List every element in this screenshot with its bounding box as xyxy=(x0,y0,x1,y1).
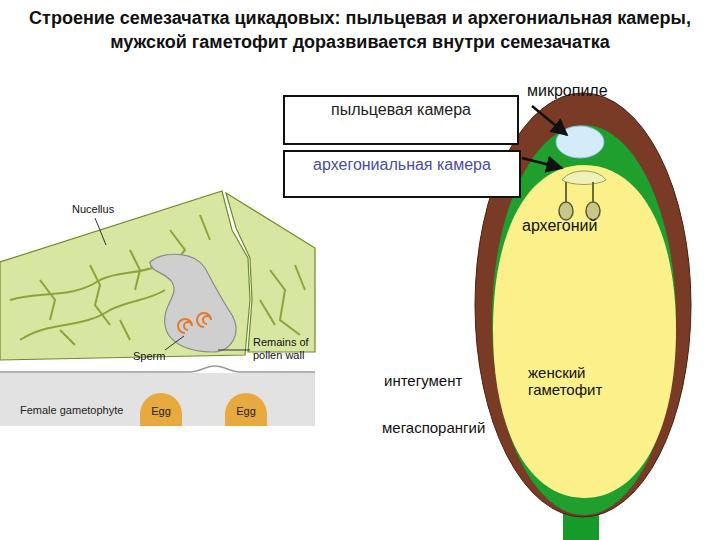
nucellus-texture xyxy=(10,215,305,345)
title: Строение семезачатка цикадовых: пыльцева… xyxy=(20,6,700,55)
node-text: Female gametophyte xyxy=(20,404,123,416)
part-label: Sperm xyxy=(133,350,165,363)
part-label: интегумент xyxy=(384,372,462,389)
part-label: архегоний xyxy=(522,217,597,235)
node-text: пыльцевая камера xyxy=(285,97,517,119)
part-label: микропиле xyxy=(527,82,608,100)
label-box: пыльцевая камера xyxy=(283,95,519,145)
node-text: архегониальная камера xyxy=(285,152,519,174)
leader-lines xyxy=(95,218,250,350)
female-gametophyte-shape xyxy=(493,165,676,498)
sperm-cells xyxy=(178,313,211,333)
nucellus-left xyxy=(0,191,250,360)
node-text: Egg xyxy=(140,393,182,417)
part-label: женский гаметофит xyxy=(528,364,633,399)
pollen-tube xyxy=(150,254,236,352)
pointer-arrows xyxy=(522,106,567,168)
nucellus-right xyxy=(226,193,315,352)
part-label: Remains of pollen wall xyxy=(253,336,315,361)
egg-cell: Egg xyxy=(225,393,267,426)
archegonial-chamber-shape xyxy=(562,171,606,185)
part-label: Nucellus xyxy=(72,203,114,216)
archegonia-shapes xyxy=(559,182,600,220)
label-box: архегониальная камера xyxy=(283,150,521,198)
part-label: мегаспорангий xyxy=(382,419,485,436)
gametophyte-edge xyxy=(0,366,315,372)
node-text: Egg xyxy=(225,393,267,417)
egg-cell: Egg xyxy=(140,393,182,426)
gametophyte-band: Female gametophyte Egg Egg xyxy=(0,373,315,426)
